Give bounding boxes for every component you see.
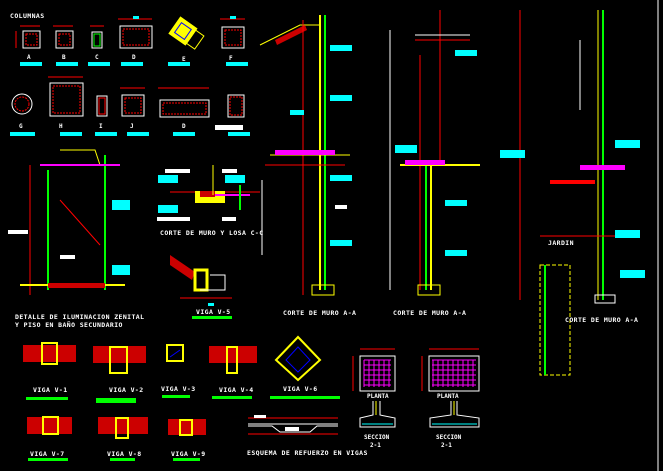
column-label-f: F bbox=[229, 55, 233, 62]
viga-label-v9: VIGA V-9 bbox=[171, 450, 206, 458]
viga-sections bbox=[23, 335, 338, 439]
zapata-section-2 bbox=[429, 401, 480, 428]
column-section-b bbox=[53, 25, 74, 49]
corte-aa-1-title: CORTE DE MURO A-A bbox=[283, 309, 356, 317]
viga-label-v2: VIGA V-2 bbox=[109, 386, 144, 394]
viga-label-v8: VIGA V-8 bbox=[107, 450, 142, 458]
viga-label-v1: VIGA V-1 bbox=[33, 386, 68, 394]
zapata-seccion-id-1: 2-1 bbox=[370, 442, 381, 449]
column-label-h: H bbox=[59, 123, 63, 130]
viga-v8 bbox=[98, 417, 148, 439]
sheet-title: COLUMNAS bbox=[10, 12, 45, 20]
column-label-e: E bbox=[182, 56, 186, 63]
zapata-seccion-id-2: 2-1 bbox=[441, 442, 452, 449]
zapata-plan-2 bbox=[421, 348, 480, 392]
viga-label-v3: VIGA V-3 bbox=[161, 385, 196, 393]
zapata-seccion-1: SECCION bbox=[364, 434, 390, 441]
esquema-title: ESQUEMA DE REFUERZO EN VIGAS bbox=[247, 449, 368, 457]
column-section-j bbox=[120, 87, 145, 117]
viga-v7 bbox=[27, 416, 72, 435]
zapata-seccion-2: SECCION bbox=[436, 434, 462, 441]
corte-cc-title: CORTE DE MURO Y LOSA C-C bbox=[160, 229, 264, 237]
column-section-c bbox=[90, 25, 104, 49]
corte-aa-3-title: CORTE DE MURO A-A bbox=[565, 316, 638, 324]
viga-v5-title: VIGA V-5 bbox=[196, 308, 231, 316]
zapata-planta-1: PLANTA bbox=[367, 393, 389, 400]
viga-label-v4: VIGA V-4 bbox=[219, 386, 254, 394]
viga-v5-drawing bbox=[170, 255, 232, 306]
viga-v9 bbox=[168, 419, 206, 436]
viga-notes bbox=[26, 395, 340, 461]
corte-aa-3-drawing bbox=[500, 10, 645, 376]
viga-v1 bbox=[23, 342, 76, 365]
zapata-plan-1 bbox=[352, 348, 396, 392]
column-section-d bbox=[118, 16, 153, 49]
zapata-plans bbox=[352, 348, 480, 428]
zenital-detail-title-1: DETALLE DE ILUMINACION ZENITAL bbox=[15, 313, 144, 321]
column-notes-row-2 bbox=[10, 125, 250, 136]
column-label-g: G bbox=[19, 123, 23, 130]
viga-v4 bbox=[209, 346, 257, 374]
column-label-b: B bbox=[62, 54, 66, 61]
column-section-a bbox=[15, 25, 41, 49]
column-notes-row-1 bbox=[20, 62, 248, 66]
zenital-detail-drawing bbox=[8, 149, 130, 295]
corte-aa-1-drawing bbox=[259, 15, 352, 296]
viga-label-v6: VIGA V-6 bbox=[283, 385, 318, 393]
column-section-f bbox=[220, 16, 245, 49]
zenital-detail-title-2: Y PISO EN BAÑO SECUNDARIO bbox=[15, 320, 123, 329]
column-section-g bbox=[11, 93, 33, 115]
column-label-i: I bbox=[99, 123, 103, 130]
viga-v2 bbox=[93, 346, 146, 374]
corte-cc-drawing bbox=[157, 165, 260, 221]
jardin-label: JARDIN bbox=[548, 239, 574, 247]
column-section-e bbox=[168, 16, 205, 50]
column-section-k bbox=[227, 94, 245, 118]
viga-v3 bbox=[166, 344, 184, 362]
column-label-j: J bbox=[130, 123, 134, 130]
viga-label-v7: VIGA V-7 bbox=[30, 450, 65, 458]
viga-v5-note bbox=[192, 316, 232, 319]
viga-v6 bbox=[274, 335, 322, 382]
column-section-d2 bbox=[158, 87, 210, 118]
zapata-section-1 bbox=[359, 401, 396, 428]
corte-aa-2-drawing bbox=[389, 10, 480, 296]
column-sections-row-1 bbox=[15, 16, 245, 50]
column-label-c: C bbox=[95, 54, 99, 61]
corte-aa-2-title: CORTE DE MURO A-A bbox=[393, 309, 466, 317]
column-section-h bbox=[48, 76, 84, 117]
column-section-i bbox=[96, 95, 108, 117]
column-label-a: A bbox=[27, 54, 31, 61]
column-sections-row-2 bbox=[11, 76, 245, 118]
column-label-d: D bbox=[132, 54, 136, 61]
column-label-d2: D bbox=[182, 123, 186, 130]
esquema-refuerzo bbox=[248, 415, 338, 435]
zapata-planta-2: PLANTA bbox=[437, 393, 459, 400]
